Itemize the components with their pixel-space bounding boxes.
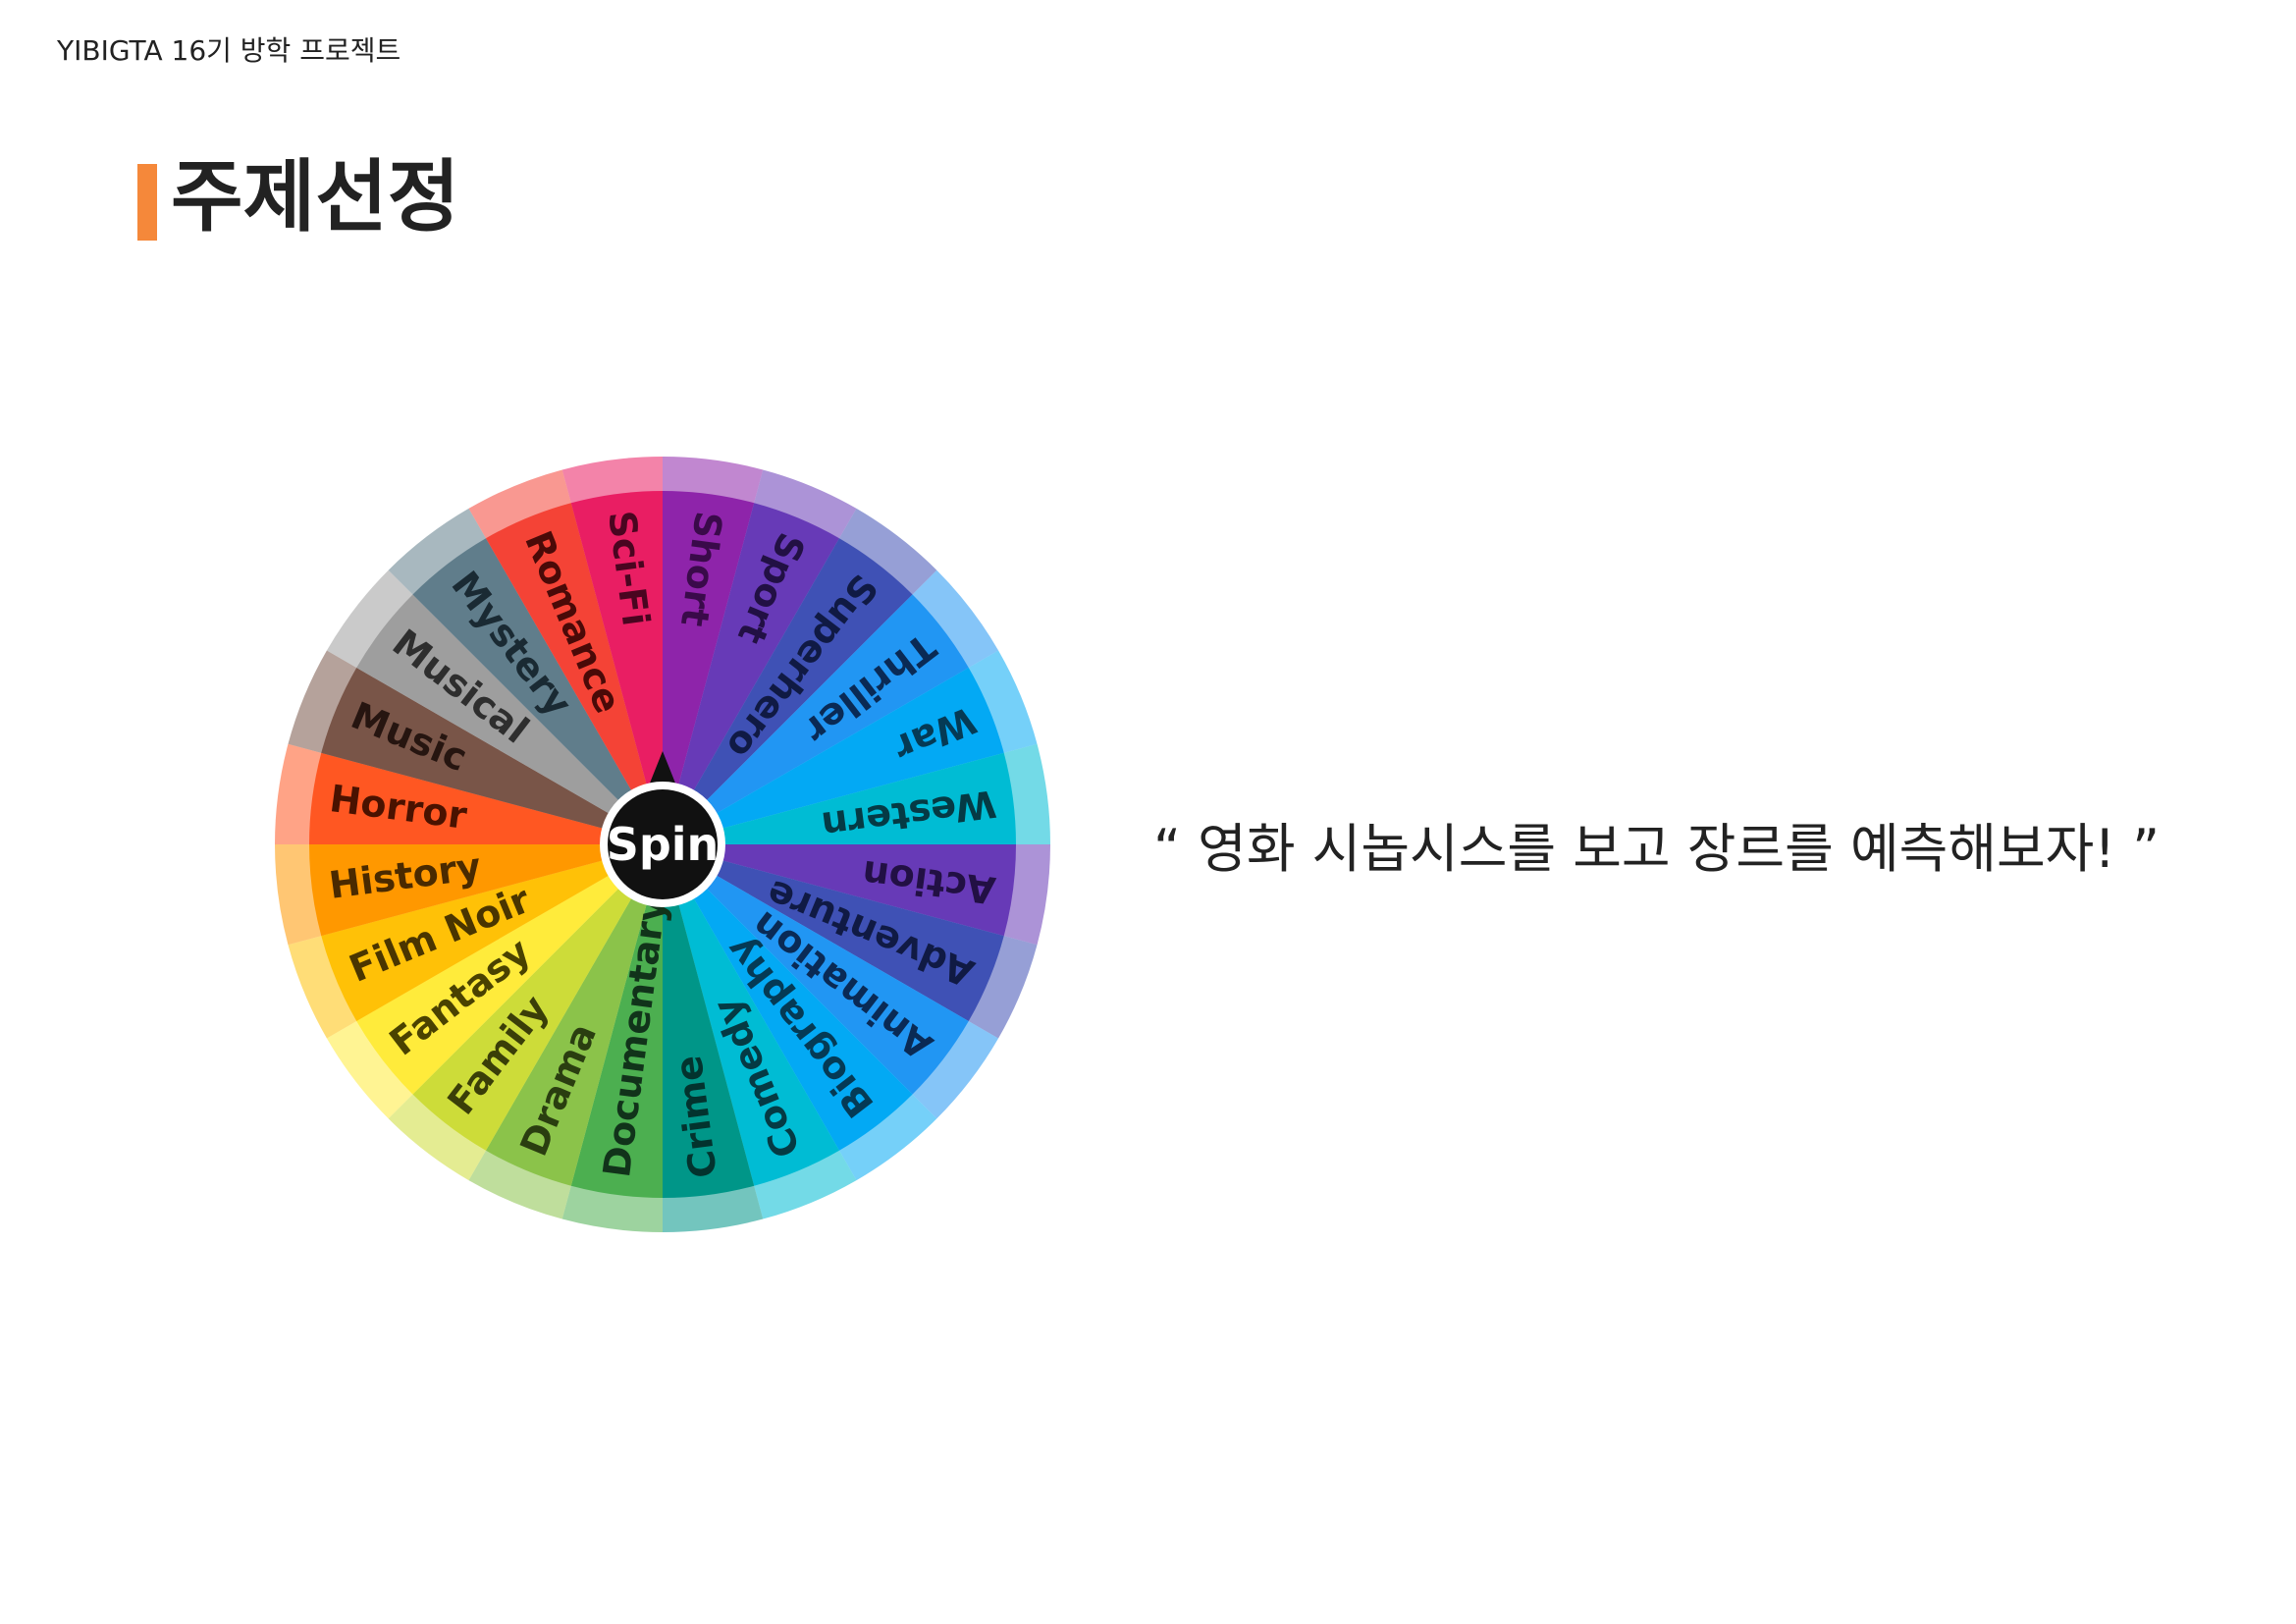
wheel-segment[interactable] [663,538,913,844]
wheel-segment[interactable] [663,844,913,1151]
wheel-segment[interactable] [663,594,969,844]
wheel-segment[interactable] [321,668,663,844]
wheel-segment[interactable] [486,503,663,844]
wheel-svg[interactable]: ShortSportSuperheroThrillerWarWesternAct… [270,452,1055,1237]
wheel-segment[interactable] [663,752,1016,844]
wheel-segment[interactable] [486,844,663,1186]
wheel-segment[interactable] [412,538,663,844]
wheel-segment[interactable] [663,668,1004,844]
spin-button[interactable]: Spin [600,751,725,907]
wheel-segment[interactable] [570,844,663,1198]
wheel-segment[interactable] [356,844,663,1095]
wheel-segment[interactable] [663,844,969,1095]
wheel-segments [275,457,1050,1232]
wheel-segment[interactable] [663,844,755,1198]
wheel-segment[interactable] [570,491,663,844]
wheel-segment[interactable] [309,752,663,844]
title-accent-bar [137,164,157,241]
wheel-segment[interactable] [412,844,663,1151]
wheel-segment[interactable] [321,844,663,1021]
wheel-segment[interactable] [663,491,755,844]
wheel-segment[interactable] [309,844,663,937]
wheel-segment[interactable] [663,844,1004,1021]
page-title: 주제선정 [171,151,460,243]
spin-button-core[interactable] [608,789,718,899]
header-project-label: YIBIGTA 16기 방학 프로젝트 [57,34,401,67]
wheel-segment[interactable] [663,844,1016,937]
wheel-segment[interactable] [356,594,663,844]
spin-button-label[interactable]: Spin [607,818,720,871]
wheel-segment[interactable] [663,844,839,1186]
quote-text: “ 영화 시놉시스를 보고 장르를 예측해보자! ” [1153,818,2161,880]
wheel-segment[interactable] [663,503,839,844]
